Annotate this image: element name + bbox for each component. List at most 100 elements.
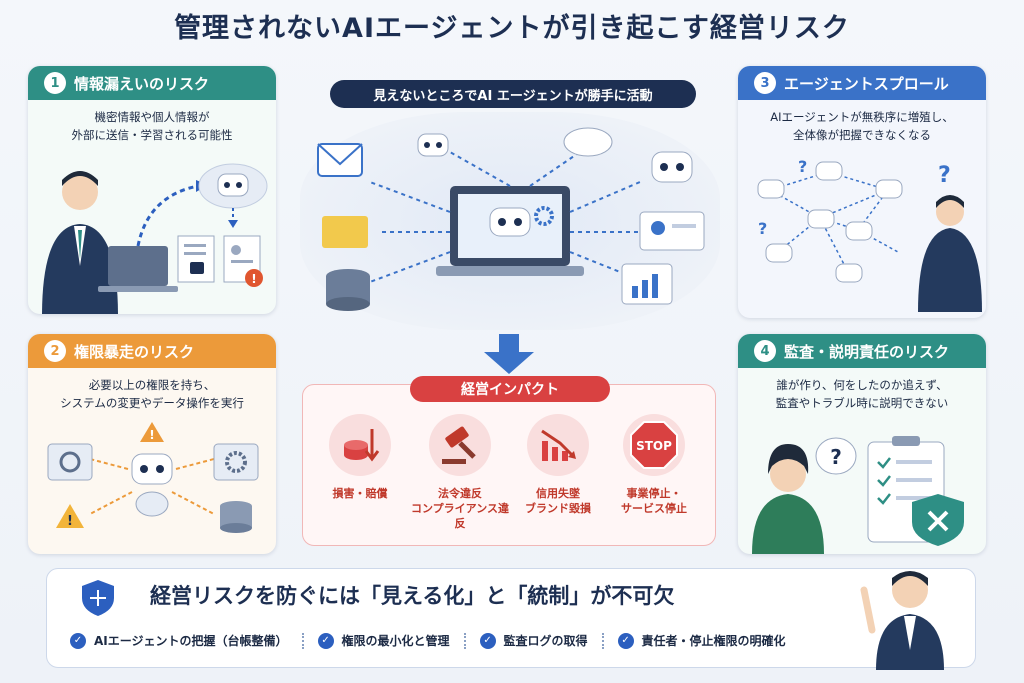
robot-icon — [417, 133, 449, 157]
impact-item-trust: 信用失墜ブランド毀損 — [508, 404, 608, 516]
risk-card-header: 2 権限暴走のリスク — [28, 334, 276, 368]
robot-icon — [489, 207, 531, 237]
impact-item-damage: 損害・賠償 — [310, 404, 410, 501]
check-icon: ✓ — [317, 632, 334, 649]
question-icon: ? — [830, 445, 842, 469]
svg-text:!: ! — [67, 514, 73, 529]
risk-number: 4 — [754, 340, 776, 362]
separator — [301, 632, 304, 649]
robot-icon — [217, 173, 249, 197]
cloud-icon — [563, 127, 613, 157]
person-body-icon — [752, 494, 824, 554]
solution-panel — [46, 568, 976, 668]
risk-card-header: 4 監査・説明責任のリスク — [738, 334, 986, 368]
gavel-icon — [429, 414, 491, 476]
stop-sign-icon: STOP — [623, 414, 685, 476]
separator — [463, 632, 466, 649]
dashed-arrow-icon — [136, 184, 199, 247]
person-head-icon — [62, 174, 98, 210]
question-icon: ? — [758, 219, 767, 238]
audit-illustration: ? — [752, 436, 964, 554]
document-icon — [177, 235, 215, 283]
gear-screen-icon — [213, 443, 259, 481]
impact-label: 事業停止・サービス停止 — [621, 487, 687, 515]
person-head-icon — [770, 456, 806, 492]
risk-card-header: 1 情報漏えいのリスク — [28, 66, 276, 100]
folder-icon — [322, 216, 368, 248]
alert-icon — [140, 422, 164, 442]
lock-icon — [190, 262, 204, 274]
presenter-illustration — [860, 571, 944, 670]
check-item: ✓AIエージェントの把握（台帳整備） — [70, 632, 288, 649]
risk-card-audit: 4 監査・説明責任のリスク 誰が作り、何をしたのか追えず、 監査やトラブル時に説… — [738, 334, 986, 554]
center-banner: 見えないところでAI エージェントが勝手に活動 — [330, 80, 696, 108]
impact-item-legal: 法令違反コンプライアンス違反 — [410, 404, 510, 531]
check-icon: ✓ — [617, 632, 634, 649]
robot-icon — [651, 151, 693, 183]
robot-icon — [131, 453, 173, 485]
separator — [601, 632, 604, 649]
check-item: ✓監査ログの取得 — [479, 632, 588, 649]
gear-icon — [534, 206, 554, 226]
svg-text:!: ! — [251, 272, 256, 286]
down-arrow-icon — [484, 334, 534, 374]
svg-text:!: ! — [149, 428, 154, 442]
robot-icon — [757, 161, 903, 283]
impact-label: 損害・賠償 — [332, 487, 388, 500]
sprawl-illustration: ? ? ? — [757, 157, 982, 312]
risk-number: 1 — [44, 72, 66, 94]
mail-icon — [317, 143, 363, 177]
impact-title: 経営インパクト — [410, 376, 610, 402]
info-leak-illustration: ! — [42, 163, 268, 314]
desc-line: 全体像が把握できなくなる — [793, 128, 931, 142]
risk-title: エージェントスプロール — [784, 74, 949, 93]
profile-card-icon — [639, 211, 705, 251]
impact-label: 信用失墜ブランド毀損 — [525, 487, 591, 515]
risk-description: 機密情報や個人情報が 外部に送信・学習される可能性 — [28, 108, 276, 144]
risk-description: 誰が作り、何をしたのか追えず、 監査やトラブル時に説明できない — [738, 376, 986, 412]
risk-card-sprawl: 3 エージェントスプロール AIエージェントが無秩序に増殖し、 全体像が把握でき… — [738, 66, 986, 318]
warning-icon — [56, 504, 84, 528]
risk-description: AIエージェントが無秩序に増殖し、 全体像が把握できなくなる — [738, 108, 986, 144]
impact-item-stop: STOP 事業停止・サービス停止 — [604, 404, 704, 516]
speech-bubble-icon — [815, 437, 857, 475]
risk-title: 情報漏えいのリスク — [74, 74, 210, 93]
risk-description: 必要以上の権限を持ち、 システムの変更やデータ操作を実行 — [28, 376, 276, 412]
person-head-icon — [936, 198, 964, 226]
desc-line: 監査やトラブル時に説明できない — [775, 396, 949, 410]
laptop-icon — [108, 246, 168, 286]
risk-card-privilege: 2 権限暴走のリスク 必要以上の権限を持ち、 システムの変更やデータ操作を実行 … — [28, 334, 276, 554]
risk-title: 監査・説明責任のリスク — [784, 342, 950, 361]
shield-icon — [82, 580, 114, 616]
check-item: ✓責任者・停止権限の明確化 — [617, 632, 786, 649]
warning-icon — [245, 269, 263, 287]
page-title: 管理されないAIエージェントが引き起こす経営リスク — [174, 13, 850, 44]
person-body-icon — [918, 228, 982, 312]
check-item: ✓権限の最小化と管理 — [317, 632, 450, 649]
center-illustration — [317, 127, 705, 311]
privilege-illustration: ! ! — [47, 422, 259, 533]
risk-card-header: 3 エージェントスプロール — [738, 66, 986, 100]
desc-line: システムの変更やデータ操作を実行 — [60, 396, 244, 410]
desc-line: AIエージェントが無秩序に増殖し、 — [770, 110, 954, 124]
question-icon: ? — [938, 163, 951, 188]
desc-line: 外部に送信・学習される可能性 — [71, 128, 233, 142]
desc-line: 必要以上の権限を持ち、 — [88, 378, 216, 392]
risk-card-info-leak: 1 情報漏えいのリスク 機密情報や個人情報が 外部に送信・学習される可能性 — [28, 66, 276, 314]
check-icon: ✓ — [479, 632, 496, 649]
refresh-screen-icon — [47, 443, 93, 481]
svg-text:STOP: STOP — [636, 439, 672, 453]
solution-title: 経営リスクを防ぐには「見える化」と「統制」が不可欠 — [150, 584, 675, 608]
person-head-icon — [892, 572, 928, 608]
question-icon: ? — [798, 157, 807, 176]
solution-checklist: ✓AIエージェントの把握（台帳整備） ✓権限の最小化と管理 ✓監査ログの取得 ✓… — [70, 632, 786, 649]
risk-number: 3 — [754, 72, 776, 94]
risk-title: 権限暴走のリスク — [74, 342, 195, 361]
desc-line: 機密情報や個人情報が — [94, 110, 210, 124]
desc-line: 誰が作り、何をしたのか追えず、 — [776, 378, 948, 392]
impact-label: 法令違反コンプライアンス違反 — [410, 487, 509, 530]
risk-number: 2 — [44, 340, 66, 362]
chart-down-icon — [527, 414, 589, 476]
coin-down-icon — [329, 414, 391, 476]
check-icon: ✓ — [70, 632, 86, 649]
